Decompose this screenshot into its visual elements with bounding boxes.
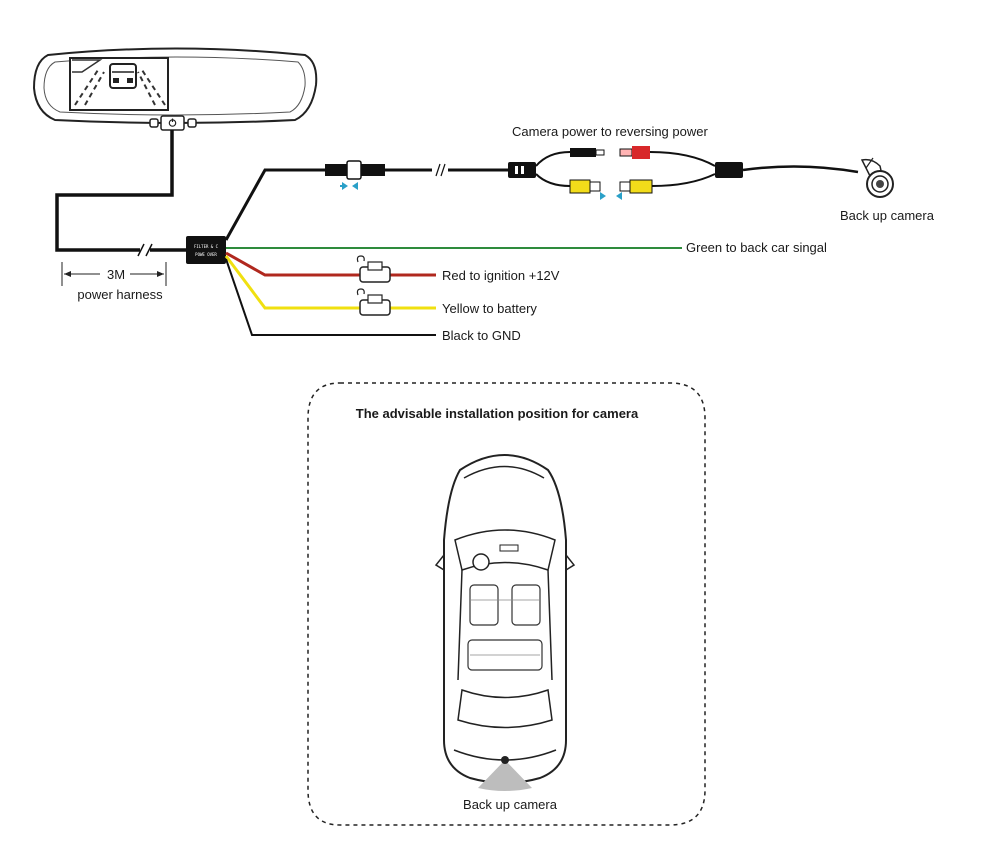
- black-wire: [225, 258, 436, 336]
- camera-extension-cable: [325, 146, 859, 194]
- installation-title: The advisable installation position for …: [356, 406, 639, 421]
- rca-connector-icon: [569, 179, 591, 194]
- fuse-holder-icon: [356, 255, 391, 283]
- green-wire-label: Green to back car singal: [686, 240, 827, 255]
- power-harness-cable: [55, 130, 186, 257]
- camera-power-label: Camera power to reversing power: [512, 124, 708, 139]
- power-button-icon: [168, 118, 177, 127]
- harness-length-label: 3M: [107, 267, 125, 282]
- backup-camera-icon: [860, 157, 894, 198]
- harness-name-label: power harness: [77, 287, 163, 302]
- yellow-wire: [224, 255, 360, 310]
- filter-box-text-1: FILTER & C: [194, 244, 219, 249]
- harness-dimension: 3M power harness: [61, 262, 167, 302]
- backup-camera-label-bottom: Back up camera: [463, 797, 558, 812]
- rca-connector-icon: [632, 146, 650, 159]
- backup-camera-label-top: Back up camera: [840, 208, 935, 223]
- installation-panel: The advisable installation position for …: [307, 382, 706, 826]
- mirror-monitor-icon: [32, 47, 318, 131]
- yellow-wire-label: Yellow to battery: [442, 301, 537, 316]
- rca-connector-icon: [629, 179, 653, 194]
- car-top-view-icon: [434, 454, 576, 784]
- camera-position-marker: [501, 756, 509, 764]
- connect-arrows: [340, 182, 622, 200]
- fuse-holder-icon: [356, 288, 391, 316]
- camera-cable: [224, 168, 325, 241]
- black-wire-label: Black to GND: [442, 328, 521, 343]
- filter-box-text-2: POWE OVER: [195, 252, 217, 257]
- red-wire-label: Red to ignition +12V: [442, 268, 560, 283]
- filter-box: FILTER & C POWE OVER: [186, 236, 226, 264]
- red-wire: [225, 251, 360, 277]
